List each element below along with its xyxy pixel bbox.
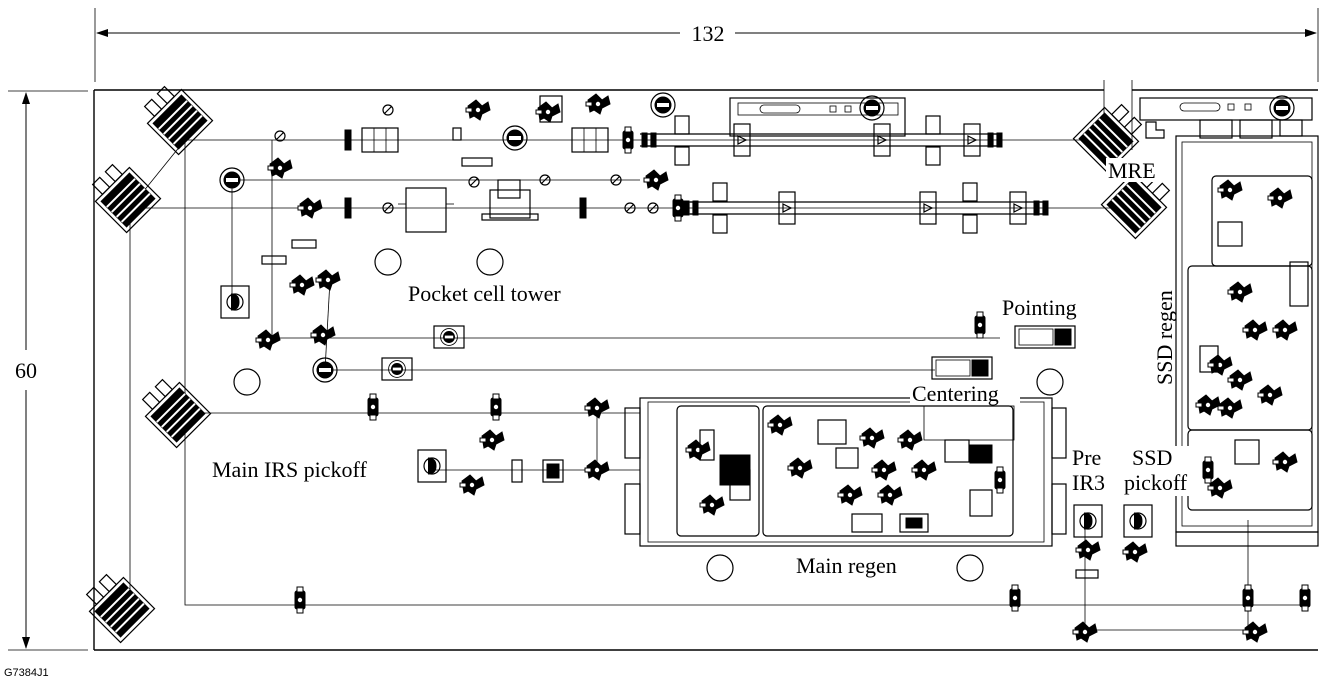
- middle-optics: [367, 311, 1076, 496]
- ssd-regen-enclosure: [1175, 135, 1319, 547]
- width-dimension: 132: [94, 8, 1319, 82]
- lower-right-optics: [294, 504, 1311, 643]
- width-label: 132: [692, 21, 725, 46]
- figure-id: G7384J1: [4, 667, 49, 679]
- main-regen-enclosure: [624, 397, 1067, 582]
- label-pre-line1: Pre: [1072, 445, 1101, 470]
- label-ssd-regen: SSD regen: [1152, 290, 1177, 385]
- upper-rail-assemblies: [640, 95, 1313, 234]
- diagram-labels: Pocket cell tower MRE Pointing Centering…: [212, 158, 1198, 578]
- upper-beam-optics: [219, 92, 1064, 396]
- height-label: 60: [15, 358, 37, 383]
- label-pre-line2: IR3: [1072, 470, 1105, 495]
- label-ssd-pickoff-line2: pickoff: [1124, 470, 1188, 495]
- label-main-regen: Main regen: [796, 553, 897, 578]
- height-dimension: 60: [8, 90, 88, 651]
- label-centering: Centering: [912, 381, 999, 406]
- label-mre: MRE: [1108, 158, 1156, 183]
- label-main-irs-pickoff: Main IRS pickoff: [212, 457, 367, 482]
- label-pointing: Pointing: [1002, 295, 1077, 320]
- corner-mirror-assemblies: [78, 78, 1178, 644]
- label-pocket-cell-tower: Pocket cell tower: [408, 281, 561, 306]
- label-ssd-pickoff-line1: SSD: [1132, 445, 1172, 470]
